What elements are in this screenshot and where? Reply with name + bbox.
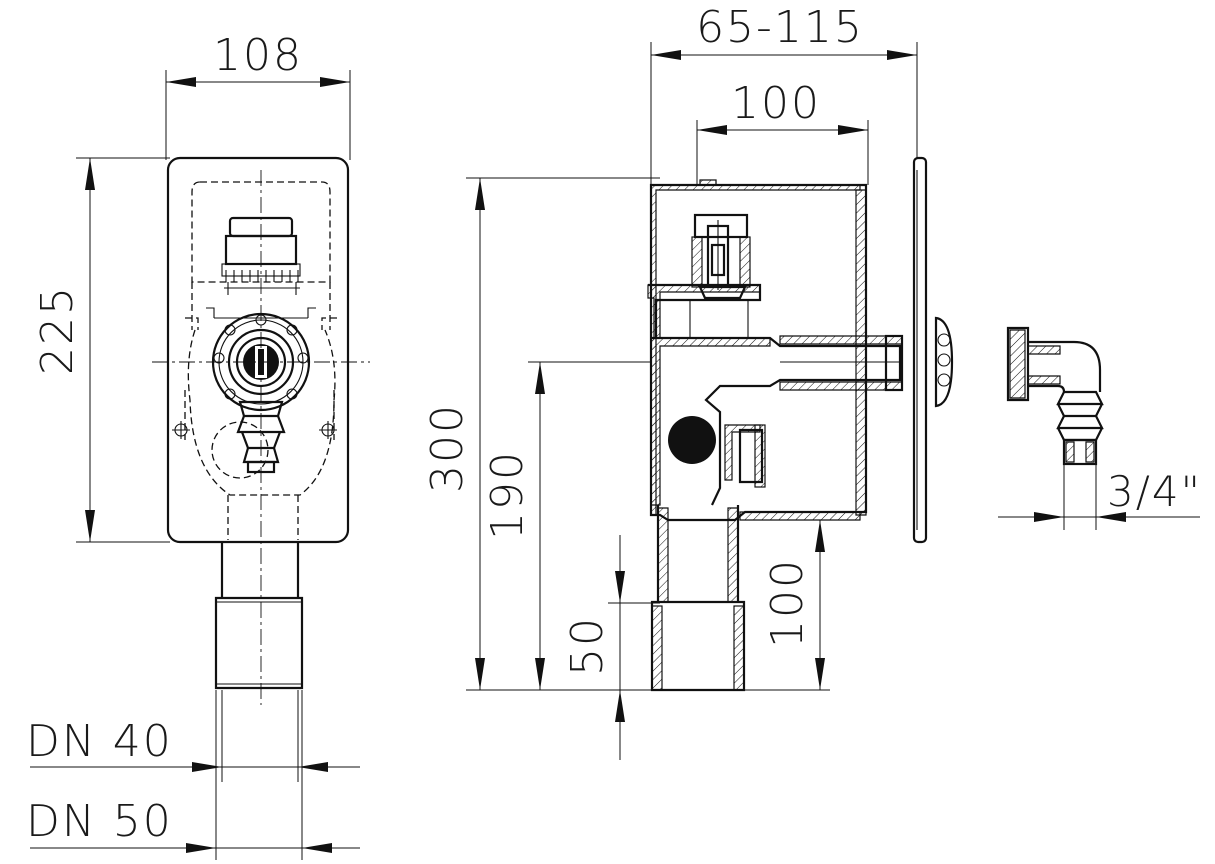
dim-thread-size: 3/4"	[998, 467, 1202, 522]
dim-front-height: 225	[32, 157, 170, 543]
screw-left-icon	[172, 421, 190, 439]
dim-outlet-height: 190	[482, 361, 650, 690]
label-front-height: 225	[32, 285, 83, 375]
label-bottom-offset: 100	[762, 558, 813, 648]
label-outlet-height: 190	[482, 450, 533, 540]
dim-depth: 100	[696, 78, 869, 185]
elbow-fitting	[1006, 326, 1104, 530]
dim-front-width: 108	[165, 30, 351, 160]
dim-bottom-offset: 100	[740, 519, 832, 690]
wall-plate	[912, 156, 928, 544]
dim-pipe-length: 50	[562, 535, 660, 760]
dim-depth-range: 65-115	[650, 2, 918, 185]
label-depth-range: 65-115	[696, 2, 864, 53]
dim-dn50: DN 50	[26, 690, 360, 860]
label-total-height: 300	[422, 403, 473, 493]
knob-icon	[934, 316, 954, 408]
front-view: 108 225	[26, 30, 370, 860]
dim-dn40: DN 40	[26, 690, 360, 782]
screw-right-icon	[319, 421, 337, 439]
label-dn50: DN 50	[26, 796, 173, 847]
label-pipe-length: 50	[562, 616, 613, 676]
label-front-width: 108	[213, 30, 303, 81]
label-thread-size: 3/4"	[1107, 467, 1202, 516]
label-depth: 100	[731, 78, 821, 129]
cover-plate	[166, 156, 350, 544]
dim-total-height: 300	[422, 177, 830, 691]
side-view: 65-115 100 300 190	[422, 2, 954, 760]
label-dn40: DN 40	[26, 716, 173, 767]
